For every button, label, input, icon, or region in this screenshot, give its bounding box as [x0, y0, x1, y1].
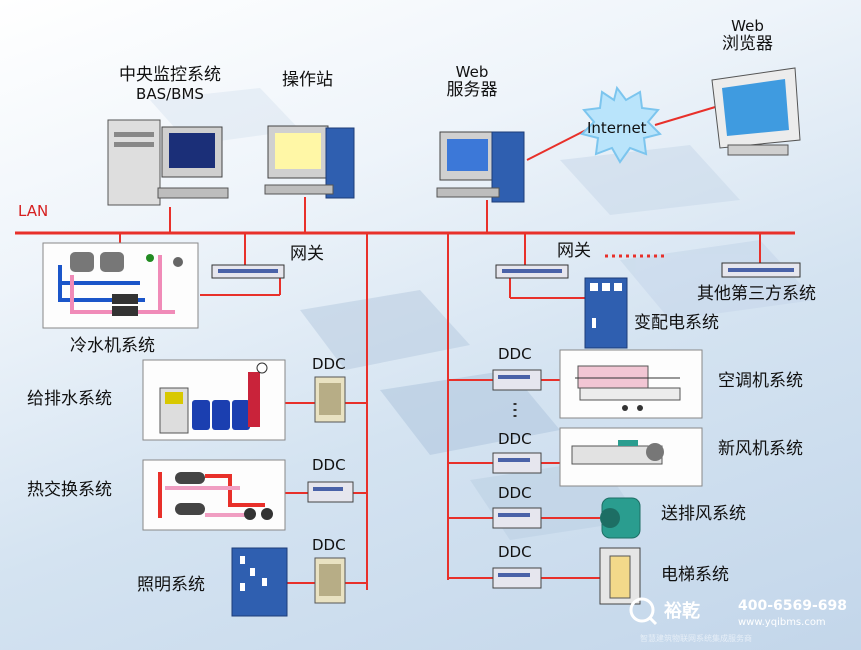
internet-label: Internet: [587, 119, 647, 137]
gateway-label-2: 网关: [557, 241, 591, 261]
central-monitor-subtitle: BAS/BMS: [136, 84, 204, 103]
ddc-controller-fresh-air-icon: [492, 452, 542, 474]
web-server-label: Web 服务器: [432, 63, 512, 101]
power-system-label: 变配电系统: [634, 313, 719, 333]
internet-cloud-icon: [580, 85, 662, 164]
web-server-label-line2: 服务器: [446, 80, 498, 101]
brand-website: www.yqibms.com: [738, 617, 826, 628]
heat-exchange-system-label: 热交换系统: [27, 480, 112, 500]
ddc-label-fresh-air: DDC: [498, 430, 532, 448]
ddc-controller-lighting-icon: [314, 557, 346, 604]
gateway-device-2-icon: [495, 264, 569, 279]
lighting-cabinet-icon: [231, 547, 288, 617]
central-monitor-label: 中央监控系统 BAS/BMS: [100, 65, 240, 103]
operator-station-label: 操作站: [282, 70, 333, 90]
central-monitor-computer-icon: [107, 119, 229, 206]
lighting-system-label: 照明系统: [137, 575, 205, 595]
ddc-controller-water-icon: [314, 376, 346, 423]
gateway-device-1-icon: [211, 264, 285, 279]
water-system-label: 给排水系统: [27, 389, 112, 409]
web-browser-label: Web 浏览器: [705, 17, 790, 55]
brand-name: 裕乾: [664, 601, 700, 622]
third-party-system-label: 其他第三方系统: [697, 284, 816, 304]
web-server-computer-icon: [436, 131, 525, 203]
chiller-system-panel: [42, 242, 199, 329]
fresh-air-system-panel: [559, 427, 703, 487]
water-system-panel: [142, 359, 286, 441]
ddc-label-ventilation: DDC: [498, 484, 532, 502]
ddc-controller-ahu-icon: [492, 369, 542, 391]
brand-tagline: 智慧建筑物联网系统集成服务商: [640, 634, 752, 643]
ddc-controller-ventilation-icon: [492, 507, 542, 529]
third-party-gateway-icon: [721, 262, 801, 278]
ddc-controller-elevator-icon: [492, 567, 542, 589]
ahu-system-panel: [559, 349, 703, 419]
ddc-label-elevator: DDC: [498, 543, 532, 561]
web-server-label-line1: Web: [455, 63, 489, 81]
operator-station-computer-icon: [264, 125, 355, 199]
web-browser-label-line2: 浏览器: [722, 34, 773, 55]
elevator-system-label: 电梯系统: [661, 565, 729, 585]
ddc-label-water: DDC: [312, 355, 346, 373]
ddc-controller-heat-icon: [307, 481, 354, 503]
ventilation-system-label: 送排风系统: [661, 504, 746, 524]
ddc-label-lighting: DDC: [312, 536, 346, 554]
elevator-icon: [599, 547, 641, 605]
power-distribution-cabinet-icon: [584, 277, 628, 349]
heat-exchange-system-panel: [142, 459, 286, 531]
brand-logo-icon: [629, 597, 658, 626]
web-browser-label-line1: Web: [731, 17, 764, 35]
web-browser-computer-icon: [711, 67, 801, 156]
central-monitor-title: 中央监控系统: [119, 65, 221, 85]
chiller-system-label: 冷水机系统: [70, 336, 155, 356]
gateway-label-1: 网关: [290, 244, 324, 264]
floor-tiles: [150, 88, 815, 540]
ventilation-fan-icon: [600, 497, 641, 539]
ahu-system-label: 空调机系统: [718, 371, 803, 391]
lan-label: LAN: [18, 202, 49, 220]
brand-phone: 400-6569-698: [738, 598, 848, 614]
ddc-label-heat: DDC: [312, 456, 346, 474]
fresh-air-system-label: 新风机系统: [718, 439, 803, 459]
ddc-label-ahu: DDC: [498, 345, 532, 363]
